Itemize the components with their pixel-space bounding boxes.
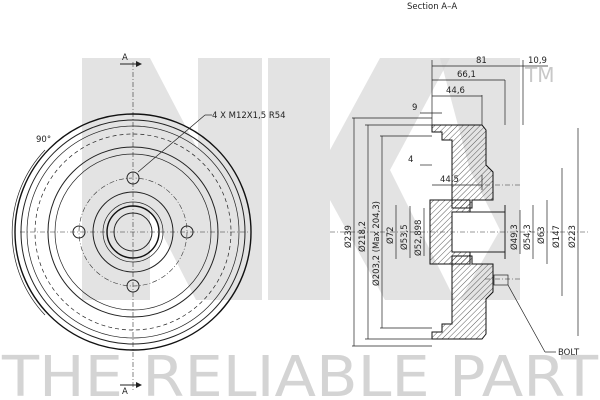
bolt-hole-right: [180, 225, 194, 239]
section-marker-bottom: A: [122, 387, 128, 397]
dim-v-4: Ø72: [385, 226, 396, 244]
watermark-tagline: THE RELIABLE PART: [1, 345, 599, 400]
section-title: Section A–A: [407, 2, 457, 12]
dim-h-3: 66,1: [457, 70, 476, 80]
dim-v-7: Ø49,3: [509, 224, 520, 250]
section-view: 81 10,9 66,1 44,6 9 4 44,5 Ø239 Ø218,2 Ø…: [330, 56, 590, 358]
bolt-hole-bottom: [126, 279, 140, 293]
section-marker-top: A: [122, 53, 128, 63]
dim-v-10: Ø147: [551, 225, 562, 248]
front-view: A A 90° 4 X M12X1,5 R54: [11, 53, 286, 397]
drum-section-top: [431, 124, 494, 209]
dim-v-6: Ø52,898: [413, 220, 424, 256]
dim-v-9: Ø63: [536, 226, 547, 244]
dim-v-3: Ø203,2 (Max 204,3): [371, 201, 382, 286]
bolt-label: BOLT: [558, 348, 580, 358]
bolt-hole-top: [126, 171, 140, 185]
dim-v-8: Ø54,3: [522, 224, 533, 250]
dim-h-5: 9: [412, 103, 417, 113]
bolt-hole-left: [72, 225, 86, 239]
hub-section: [429, 199, 471, 265]
bolt-note: 4 X M12X1,5 R54: [212, 111, 286, 121]
angle-label: 90°: [36, 135, 51, 145]
dim-h-4: 44,6: [446, 86, 465, 96]
drum-section-bottom: [431, 255, 494, 340]
dim-v-11: Ø223: [567, 225, 578, 248]
dim-h-1: 81: [476, 56, 487, 66]
brand-logo-watermark: [82, 58, 520, 300]
dim-h-2: 10,9: [528, 56, 547, 66]
dim-v-2: Ø218,2: [357, 221, 368, 252]
dim-v-5: Ø53,5: [399, 224, 410, 250]
dim-h-6: 4: [408, 155, 413, 165]
dim-v-1: Ø239: [343, 225, 354, 248]
trademark-label: TM: [524, 63, 554, 87]
dim-h-7: 44,5: [440, 175, 459, 185]
